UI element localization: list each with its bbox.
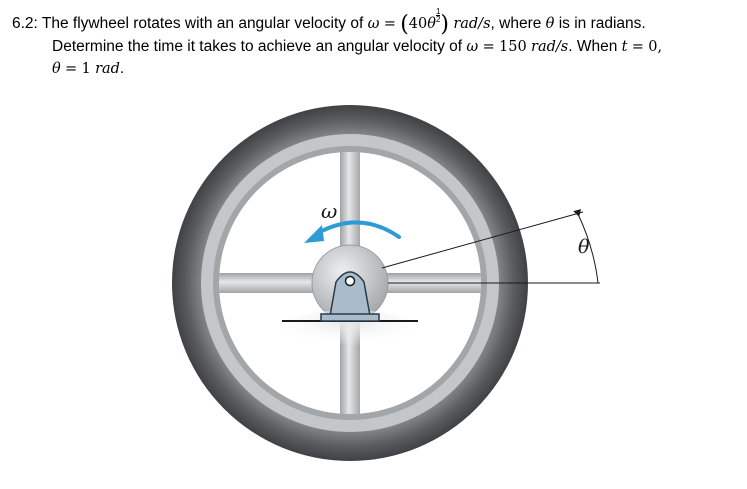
omega-symbol: ω — [367, 16, 380, 32]
omega-symbol-2: ω — [466, 39, 479, 55]
omega-label: ω — [321, 199, 337, 223]
t-symbol: t — [621, 39, 628, 55]
theta-value: 1 — [81, 61, 91, 77]
theta-symbol-2: θ — [545, 16, 555, 32]
problem-text-2: Determine the time it takes to achieve a… — [52, 38, 463, 55]
t-value: 0, — [648, 39, 663, 55]
equals-sign-4: = — [65, 61, 78, 77]
omega-arrow — [316, 220, 401, 239]
left-paren: ( — [400, 12, 409, 37]
bracket-base — [320, 313, 380, 322]
theta-unit: rad — [95, 61, 120, 77]
theta-arrowhead — [573, 209, 582, 217]
omega-arrowhead — [304, 225, 324, 243]
theta-label: θ — [578, 236, 590, 258]
coefficient: 40 — [408, 16, 428, 32]
axle-pin — [344, 275, 356, 287]
when-text: . When — [568, 38, 618, 55]
equals-sign-3: = — [631, 39, 644, 55]
equals-sign-2: = — [482, 39, 495, 55]
problem-text-1: The flywheel rotates with an angular vel… — [41, 15, 364, 32]
right-paren: ) — [440, 12, 450, 37]
problem-statement: 6.2: The flywheel rotates with an angula… — [12, 8, 742, 80]
exponent-numerator: 1 — [435, 7, 441, 16]
in-radians-text: is in radians. — [558, 15, 646, 32]
bearing-bracket — [329, 271, 371, 317]
problem-line-3: θ = 1 rad. — [12, 58, 742, 80]
target-unit: rad/s — [531, 39, 569, 55]
theta-reference-line — [381, 211, 584, 269]
exponent-denominator: 2 — [435, 15, 441, 24]
problem-line-1: 6.2: The flywheel rotates with an angula… — [12, 8, 742, 36]
theta-symbol: θ — [427, 16, 436, 32]
final-period: . — [119, 60, 125, 77]
theta-symbol-3: θ — [52, 61, 61, 77]
target-omega-value: 150 — [499, 39, 527, 55]
unit-text: rad/s — [453, 16, 491, 32]
problem-number: 6.2: — [12, 15, 38, 32]
where-text: , where — [490, 15, 542, 32]
theta-arc — [577, 213, 599, 284]
equals-sign: = — [383, 16, 396, 32]
problem-line-2: Determine the time it takes to achieve a… — [12, 36, 742, 58]
